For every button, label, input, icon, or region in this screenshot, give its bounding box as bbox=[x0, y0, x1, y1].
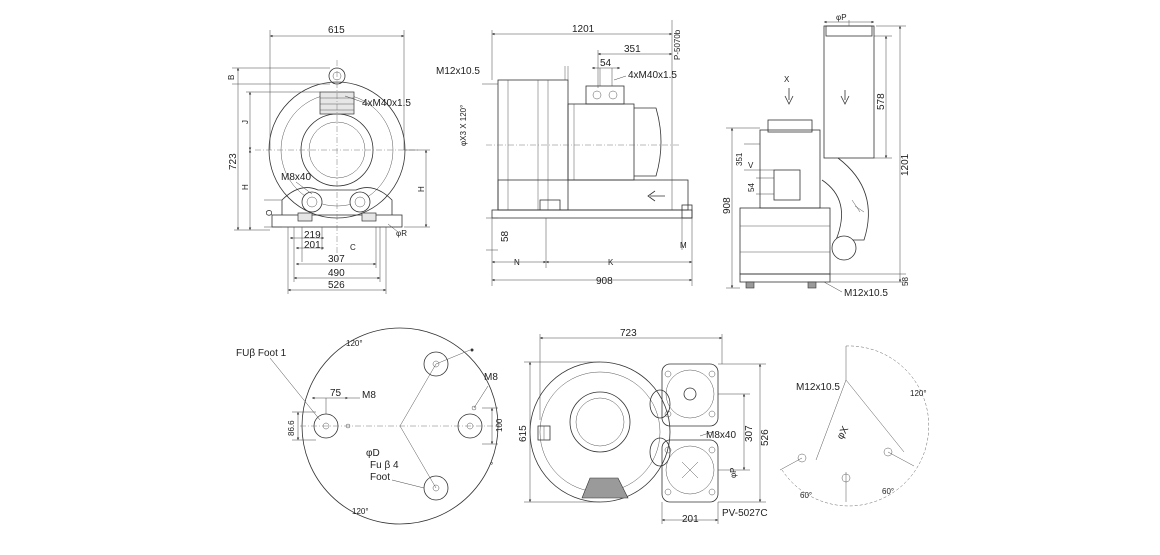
dim-m12x10-end: M12x10.5 bbox=[844, 288, 888, 299]
dim-phi-r: φR bbox=[396, 229, 407, 238]
dim-o: O bbox=[265, 210, 274, 216]
dim-219: 219 bbox=[304, 230, 321, 241]
dim-phi-d: φD bbox=[366, 448, 380, 459]
dim-490: 490 bbox=[328, 268, 345, 279]
dim-h-left: H bbox=[241, 184, 250, 190]
foot-plan-view: FUβ Foot 1 120° 75 M8 M8 86.6 100 ° φD F… bbox=[236, 327, 504, 525]
dim-m8-left: M8 bbox=[362, 390, 376, 401]
dim-h-right: H bbox=[417, 186, 426, 192]
angle-60-left: 60° bbox=[800, 491, 812, 500]
dim-m12x10: M12x10.5 bbox=[436, 66, 480, 77]
dim-m8x40-plan: M8x40 bbox=[706, 430, 736, 441]
dim-58-side: 58 bbox=[500, 230, 511, 242]
dim-j: J bbox=[241, 120, 250, 124]
dim-4xm40-side: 4xM40x1.5 bbox=[628, 70, 677, 81]
dim-86-6: 86.6 bbox=[287, 420, 296, 436]
dim-m: M bbox=[680, 241, 687, 250]
dim-1201-end: 1201 bbox=[900, 153, 911, 176]
angle-120-flange: 120° bbox=[910, 389, 927, 398]
dim-351-end: 351 bbox=[735, 152, 744, 166]
model-label: PV-5027C bbox=[722, 508, 768, 519]
dim-54-top: 54 bbox=[600, 58, 612, 69]
degree-mark: ° bbox=[490, 461, 493, 470]
label-foot-4-word: Foot bbox=[370, 472, 390, 483]
dim-phi-p-top: φP bbox=[836, 13, 847, 22]
dim-phi-x3: φX3 X 120° bbox=[459, 105, 468, 146]
label-foot-4: Fu β 4 bbox=[370, 460, 399, 471]
dim-54-end: 54 bbox=[747, 183, 756, 192]
flange-detail-view: M12x10.5 120° φX 60° 60° bbox=[779, 345, 929, 507]
dim-k: K bbox=[608, 258, 614, 267]
dim-m12x10-flange: M12x10.5 bbox=[796, 382, 840, 393]
dim-m8x40: M8x40 bbox=[281, 172, 311, 183]
dim-phi-x: φX bbox=[835, 424, 851, 441]
dim-v: V bbox=[748, 161, 754, 170]
dim-908-end: 908 bbox=[722, 197, 733, 214]
dim-201-plan: 201 bbox=[682, 514, 699, 525]
dim-723-plan: 723 bbox=[620, 328, 637, 339]
dim-615-plan: 615 bbox=[518, 425, 529, 442]
dim-b: B bbox=[227, 75, 236, 80]
dim-723: 723 bbox=[228, 153, 239, 170]
top-plan-view: 723 615 526 307 M8x40 φP 201 PV-5027C bbox=[518, 328, 771, 525]
label-foot-1: FUβ Foot 1 bbox=[236, 348, 287, 359]
angle-120-bottom: 120° bbox=[352, 507, 369, 516]
dim-phi-p-plan: φP bbox=[729, 467, 738, 478]
dim-526: 526 bbox=[328, 280, 345, 291]
dim-p5070b: P-5070b bbox=[673, 29, 682, 60]
angle-60-right: 60° bbox=[882, 487, 894, 496]
dim-615: 615 bbox=[328, 25, 345, 36]
dim-75: 75 bbox=[330, 388, 342, 399]
dim-201: 201 bbox=[304, 240, 321, 251]
dim-908-side: 908 bbox=[596, 276, 613, 287]
dim-307-plan: 307 bbox=[744, 425, 755, 442]
dim-351-top: 351 bbox=[624, 44, 641, 55]
front-elevation-view: 615 B J 4xM40x1.5 723 H H M8x40 O φR bbox=[227, 25, 430, 294]
dim-100: 100 bbox=[495, 418, 504, 432]
dim-526-plan: 526 bbox=[760, 429, 771, 446]
dim-m8-right: M8 bbox=[484, 372, 498, 383]
angle-120-top: 120° bbox=[346, 339, 363, 348]
side-elevation-view: 1201 P-5070b 351 M12x10.5 54 4xM40x1.5 φ… bbox=[436, 20, 693, 287]
dim-578: 578 bbox=[876, 93, 887, 110]
dim-n: N bbox=[514, 258, 520, 267]
dim-58-end: 58 bbox=[901, 277, 910, 286]
label-x: X bbox=[784, 75, 790, 84]
end-elevation-view: X φP 578 1201 351 V 54 908 58 M12x bbox=[722, 13, 911, 299]
dim-307: 307 bbox=[328, 254, 345, 265]
dim-c: C bbox=[350, 243, 356, 252]
dim-1201: 1201 bbox=[572, 24, 595, 35]
dim-4xm40: 4xM40x1.5 bbox=[362, 98, 411, 109]
